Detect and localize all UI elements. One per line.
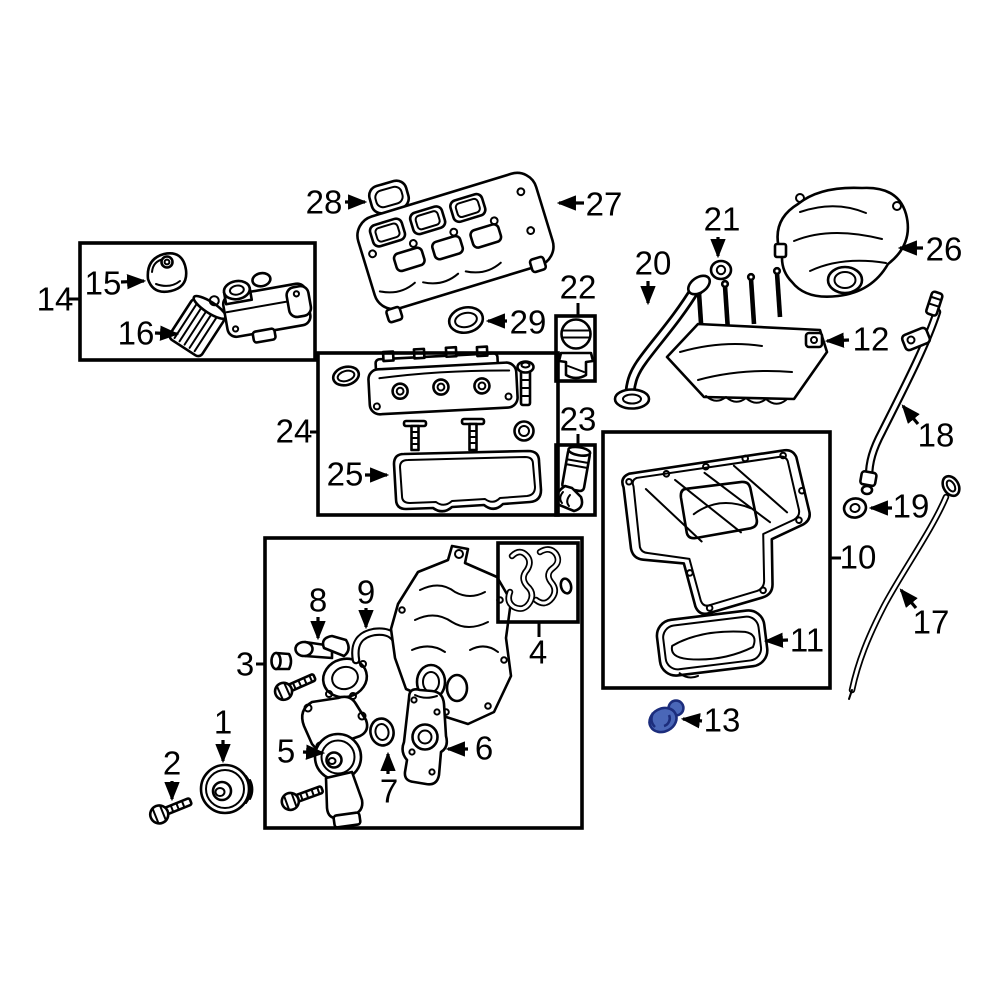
part-art-cover-bolt-b [460, 417, 486, 452]
leader-arrow-17 [899, 588, 918, 610]
part-art-22 [557, 318, 595, 380]
group-box-24 [316, 351, 560, 517]
leader-arrow-11 [763, 632, 789, 648]
part-label-12: 12 [853, 321, 890, 358]
part-label-26: 26 [926, 231, 963, 268]
part-art-25 [392, 449, 543, 513]
part-label-24: 24 [276, 413, 313, 450]
group-box-22 [554, 314, 597, 383]
part-art-upper-oil-pan [621, 448, 811, 616]
part-label-10: 10 [840, 539, 877, 576]
part-art-stud-24 [516, 360, 535, 407]
part-label-11: 11 [790, 622, 824, 659]
leader-arrow-5 [302, 744, 326, 760]
part-label-7: 7 [380, 773, 398, 810]
part-art-18 [859, 290, 944, 496]
part-label-29: 29 [510, 304, 547, 341]
part-label-27: 27 [586, 186, 623, 223]
part-art-5 [300, 695, 369, 829]
part-label-14: 14 [37, 281, 74, 318]
leader-arrow-12 [824, 332, 850, 348]
part-art-16 [168, 294, 228, 358]
group-box-10 [601, 430, 832, 690]
part-art-13-highlighted [648, 699, 685, 734]
part-art-8 [294, 634, 369, 700]
part-art-7 [369, 717, 395, 747]
part-art-15 [146, 252, 188, 294]
part-label-21: 21 [704, 201, 741, 238]
part-art-4 [505, 546, 573, 612]
part-art-6 [401, 688, 449, 786]
part-label-8: 8 [309, 582, 327, 619]
part-label-4: 4 [529, 634, 547, 671]
part-label-1: 1 [214, 704, 232, 741]
part-art-29 [447, 305, 485, 335]
part-label-13: 13 [704, 702, 741, 739]
part-art-27 [356, 171, 555, 324]
part-art-bolt-3b [280, 785, 325, 812]
leader-arrow-18 [901, 404, 920, 426]
part-art-oil-filter-housing [221, 271, 313, 344]
part-label-22: 22 [560, 269, 597, 306]
group-box-3 [263, 536, 584, 830]
part-art-2 [148, 797, 193, 825]
part-label-19: 19 [893, 488, 930, 525]
part-art-17 [848, 474, 961, 700]
part-label-20: 20 [635, 245, 672, 282]
leader-arrow-13 [680, 713, 703, 729]
leader-arrow-15 [120, 274, 147, 290]
part-label-16: 16 [118, 315, 155, 352]
part-art-bolt-3a [273, 673, 317, 702]
part-art-oring-24 [331, 365, 361, 387]
part-art-26 [773, 186, 910, 298]
part-label-25: 25 [327, 456, 364, 493]
part-label-3: 3 [236, 646, 254, 683]
part-art-23 [554, 445, 592, 513]
part-label-9: 9 [357, 574, 375, 611]
part-art-21 [709, 259, 733, 281]
part-art-19 [842, 497, 868, 519]
part-art-20 [613, 274, 712, 410]
part-label-2: 2 [163, 745, 181, 782]
group-box-14 [78, 241, 317, 362]
part-art-12 [665, 266, 829, 405]
part-label-6: 6 [475, 730, 493, 767]
part-label-18: 18 [918, 417, 955, 454]
part-art-plug-3 [270, 651, 293, 671]
part-label-17: 17 [913, 604, 950, 641]
part-label-23: 23 [560, 401, 597, 438]
part-label-28: 28 [306, 184, 343, 221]
group-box-23 [554, 443, 597, 517]
part-art-1 [199, 763, 254, 815]
part-art-grommet-24 [513, 420, 535, 442]
part-art-valve-cover [367, 345, 519, 416]
part-label-15: 15 [85, 265, 122, 302]
leader-arrow-16 [154, 325, 180, 341]
part-art-cover-bolt-a [402, 419, 428, 452]
part-label-5: 5 [277, 733, 295, 770]
